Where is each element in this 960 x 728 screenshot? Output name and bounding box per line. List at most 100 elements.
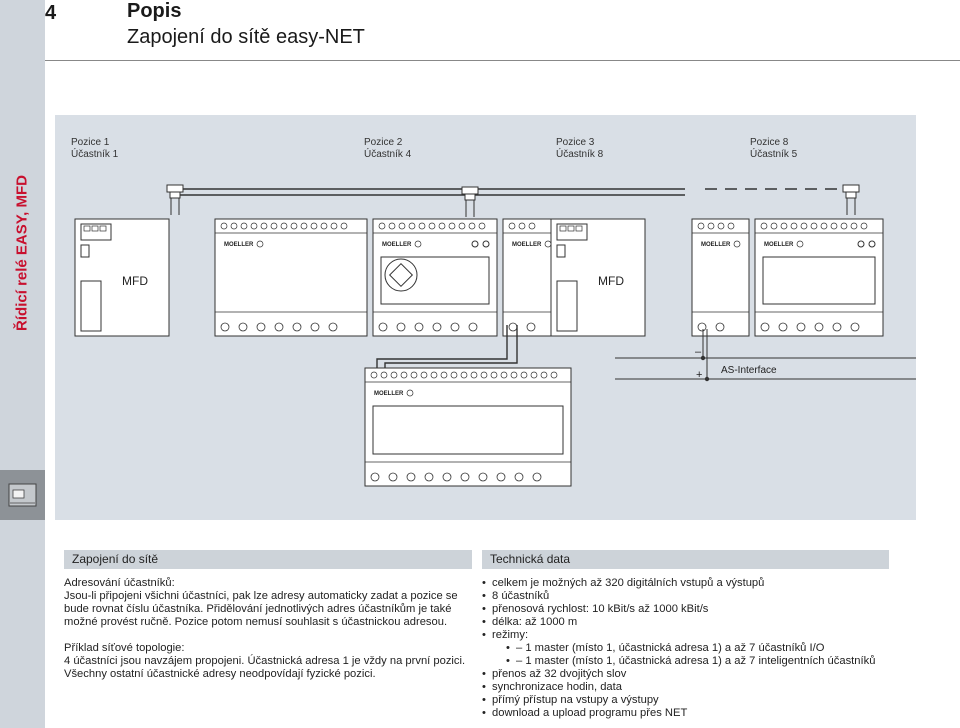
terminal bbox=[300, 222, 308, 230]
terminal bbox=[707, 222, 715, 230]
mfd-key bbox=[83, 225, 91, 232]
terminal bbox=[450, 371, 458, 379]
terminal bbox=[478, 222, 486, 230]
terminal bbox=[530, 371, 538, 379]
terminal bbox=[468, 222, 476, 230]
terminal bbox=[320, 222, 328, 230]
terminal bbox=[500, 371, 508, 379]
topology-text-1: 4 účastníci jsou navzájem propojeni. Úča… bbox=[64, 655, 466, 667]
terminal bbox=[340, 222, 348, 230]
terminal bbox=[274, 322, 284, 332]
terminal bbox=[840, 222, 848, 230]
terminal bbox=[490, 371, 498, 379]
connector-body bbox=[845, 191, 857, 199]
terminal bbox=[800, 222, 808, 230]
expansion-device-1 bbox=[214, 218, 368, 337]
terminal bbox=[328, 322, 338, 332]
terminal bbox=[388, 222, 396, 230]
terminal bbox=[850, 222, 858, 230]
topology-title: Příklad síťové topologie: bbox=[64, 642, 185, 654]
display-window bbox=[762, 256, 876, 305]
dpad-center bbox=[388, 262, 414, 288]
sidebar-label: Řídicí relé EASY, MFD bbox=[13, 175, 31, 331]
terminal bbox=[230, 222, 238, 230]
terminal bbox=[532, 472, 542, 482]
as-interface-label: AS-Interface bbox=[721, 365, 777, 376]
mfd-led bbox=[80, 244, 90, 258]
terminal bbox=[256, 322, 266, 332]
terminal bbox=[518, 222, 526, 230]
page-title: Popis bbox=[127, 0, 182, 22]
display-window bbox=[372, 405, 564, 455]
terminal bbox=[406, 472, 416, 482]
brand-label: MOELLER bbox=[382, 242, 412, 248]
expansion-device-3 bbox=[691, 218, 750, 337]
brand-label: MOELLER bbox=[764, 242, 794, 248]
net-connector-1 bbox=[166, 184, 184, 193]
terminal bbox=[468, 322, 478, 332]
terminal bbox=[760, 322, 770, 332]
topology-text-2: Všechny ostatní účastnické adresy neodpo… bbox=[64, 668, 376, 680]
device-thumbnail-icon bbox=[0, 470, 45, 520]
brand-mark bbox=[796, 240, 804, 248]
connector-body bbox=[169, 191, 181, 199]
terminal bbox=[442, 472, 452, 482]
brand-label: MOELLER bbox=[701, 242, 731, 248]
terminal bbox=[770, 222, 778, 230]
spec-item: délka: až 1000 m bbox=[482, 616, 902, 629]
terminal bbox=[220, 222, 228, 230]
left-column-text: Adresování účastníků: Jsou-li připojeni … bbox=[64, 577, 469, 681]
net-connector-8 bbox=[842, 184, 860, 193]
terminal bbox=[240, 222, 248, 230]
terminal bbox=[310, 322, 320, 332]
terminal bbox=[410, 371, 418, 379]
terminal bbox=[814, 322, 824, 332]
terminal bbox=[810, 222, 818, 230]
spec-item: download a upload programu přes NET bbox=[482, 707, 902, 720]
mode-item: – 1 master (místo 1, účastnická adresa 1… bbox=[506, 642, 902, 655]
terminal bbox=[717, 222, 725, 230]
right-section-heading: Technická data bbox=[482, 550, 889, 569]
brand-label: MOELLER bbox=[224, 242, 254, 248]
mfd-label: MFD bbox=[598, 274, 624, 288]
mfd-key bbox=[91, 225, 99, 232]
terminal bbox=[378, 222, 386, 230]
spec-item: celkem je možných až 320 digitálních vst… bbox=[482, 577, 902, 590]
terminal bbox=[388, 472, 398, 482]
spec-item: 8 účastníků bbox=[482, 590, 902, 603]
mfd-label: MFD bbox=[122, 274, 148, 288]
terminal bbox=[250, 222, 258, 230]
spec-item: přímý přístup na vstupy a výstupy bbox=[482, 694, 902, 707]
terminal bbox=[380, 371, 388, 379]
connector-body bbox=[464, 193, 476, 201]
terminal bbox=[448, 222, 456, 230]
terminal bbox=[390, 371, 398, 379]
terminal bbox=[424, 472, 434, 482]
terminal bbox=[292, 322, 302, 332]
terminal bbox=[370, 371, 378, 379]
terminal bbox=[310, 222, 318, 230]
terminal bbox=[398, 222, 406, 230]
terminal bbox=[460, 371, 468, 379]
led bbox=[857, 240, 865, 248]
minus-sign: – bbox=[695, 346, 702, 358]
terminal bbox=[496, 472, 506, 482]
addressing-title: Adresování účastníků: bbox=[64, 577, 175, 589]
terminal bbox=[428, 222, 436, 230]
terminal bbox=[450, 322, 460, 332]
terminal bbox=[220, 322, 230, 332]
terminal bbox=[330, 222, 338, 230]
net-connector-2 bbox=[461, 186, 479, 195]
terminal bbox=[832, 322, 842, 332]
terminal bbox=[480, 371, 488, 379]
brand-mark bbox=[733, 240, 741, 248]
terminal bbox=[238, 322, 248, 332]
led bbox=[471, 240, 479, 248]
junction-dot bbox=[700, 355, 706, 361]
expansion-device-2 bbox=[502, 218, 552, 337]
